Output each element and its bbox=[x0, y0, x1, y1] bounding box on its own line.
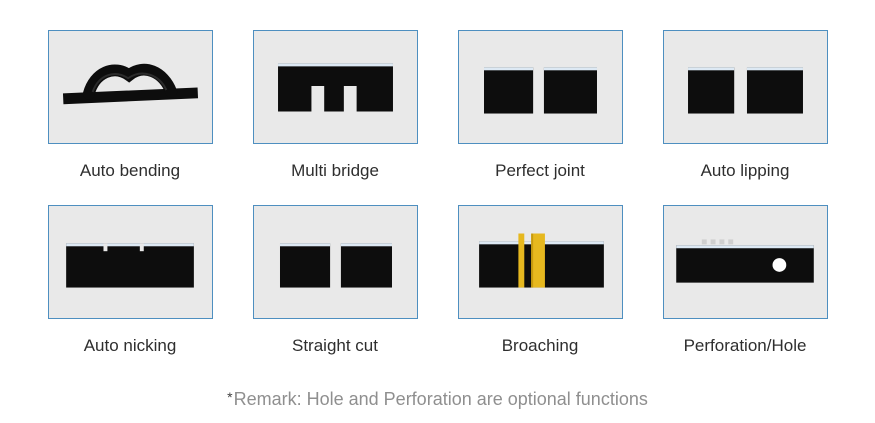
remark: *Remark: Hole and Perforation are option… bbox=[0, 387, 875, 410]
feature-label: Auto bending bbox=[79, 161, 181, 180]
feature-broaching: Broaching bbox=[457, 205, 623, 357]
feature-perfect-joint: Perfect joint bbox=[457, 30, 623, 182]
feature-auto-nicking: Auto nicking bbox=[47, 205, 213, 357]
perfect-joint-icon bbox=[483, 67, 597, 114]
auto-bending-image bbox=[47, 30, 213, 144]
remark-text: Remark: Hole and Perforation are optiona… bbox=[233, 389, 648, 409]
feature-label: Auto nicking bbox=[83, 336, 177, 355]
broaching-image bbox=[457, 205, 623, 319]
feature-auto-bending: Auto bending bbox=[47, 30, 213, 182]
feature-label: Auto lipping bbox=[700, 161, 790, 180]
perfect-joint-image bbox=[457, 30, 623, 144]
feature-multi-bridge: Multi bridge bbox=[252, 30, 418, 182]
multi-bridge-image bbox=[252, 30, 418, 144]
feature-label: Broaching bbox=[501, 336, 579, 355]
auto-lipping-image bbox=[662, 30, 828, 144]
feature-label: Multi bridge bbox=[291, 161, 379, 180]
perforation-hole-icon bbox=[675, 239, 814, 283]
feature-label: Perfect joint bbox=[495, 161, 585, 180]
feature-label: Straight cut bbox=[292, 336, 378, 355]
perforation-hole-image bbox=[662, 205, 828, 319]
feature-auto-lipping: Auto lipping bbox=[662, 30, 828, 182]
multi-bridge-icon bbox=[277, 63, 393, 112]
auto-lipping-icon bbox=[687, 67, 803, 114]
auto-nicking-icon bbox=[65, 243, 194, 288]
auto-bending-icon bbox=[62, 63, 198, 105]
feature-perforation-hole: Perforation/Hole bbox=[662, 205, 828, 357]
auto-nicking-image bbox=[47, 205, 213, 319]
straight-cut-icon bbox=[279, 243, 392, 288]
feature-straight-cut: Straight cut bbox=[252, 205, 418, 357]
features-grid: Auto bending Multi bridge bbox=[47, 30, 828, 357]
broaching-icon bbox=[478, 233, 604, 288]
remark-asterisk: * bbox=[227, 389, 233, 405]
feature-label: Perforation/Hole bbox=[683, 336, 807, 355]
straight-cut-image bbox=[252, 205, 418, 319]
